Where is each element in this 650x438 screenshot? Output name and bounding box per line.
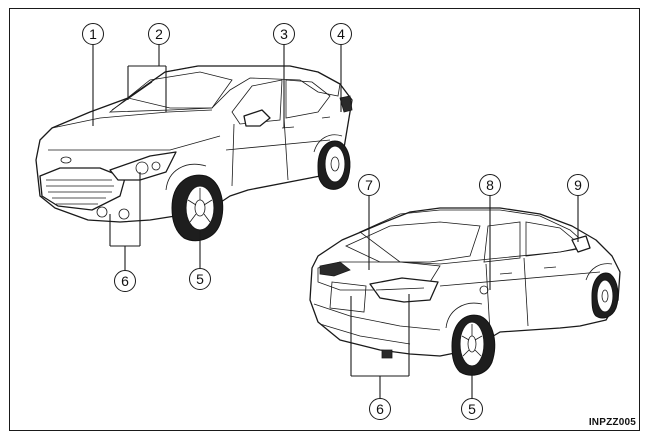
- rear-car-illustration: [309, 207, 621, 376]
- callout-9: 9: [567, 174, 589, 196]
- callout-5-rear: 5: [461, 398, 483, 420]
- callout-3: 3: [273, 23, 295, 45]
- callout-5-front: 5: [189, 268, 211, 290]
- callout-8: 8: [479, 174, 501, 196]
- callout-4: 4: [330, 23, 352, 45]
- front-car-illustration: [35, 65, 353, 242]
- leader-lines: [92, 45, 579, 398]
- callout-1: 1: [82, 23, 104, 45]
- diagram-frame: [9, 8, 640, 431]
- callout-7: 7: [358, 174, 380, 196]
- callout-6-front: 6: [114, 270, 136, 292]
- callout-2: 2: [148, 23, 170, 45]
- figure-code: INPZZ005: [588, 417, 636, 428]
- callout-6-rear: 6: [369, 398, 391, 420]
